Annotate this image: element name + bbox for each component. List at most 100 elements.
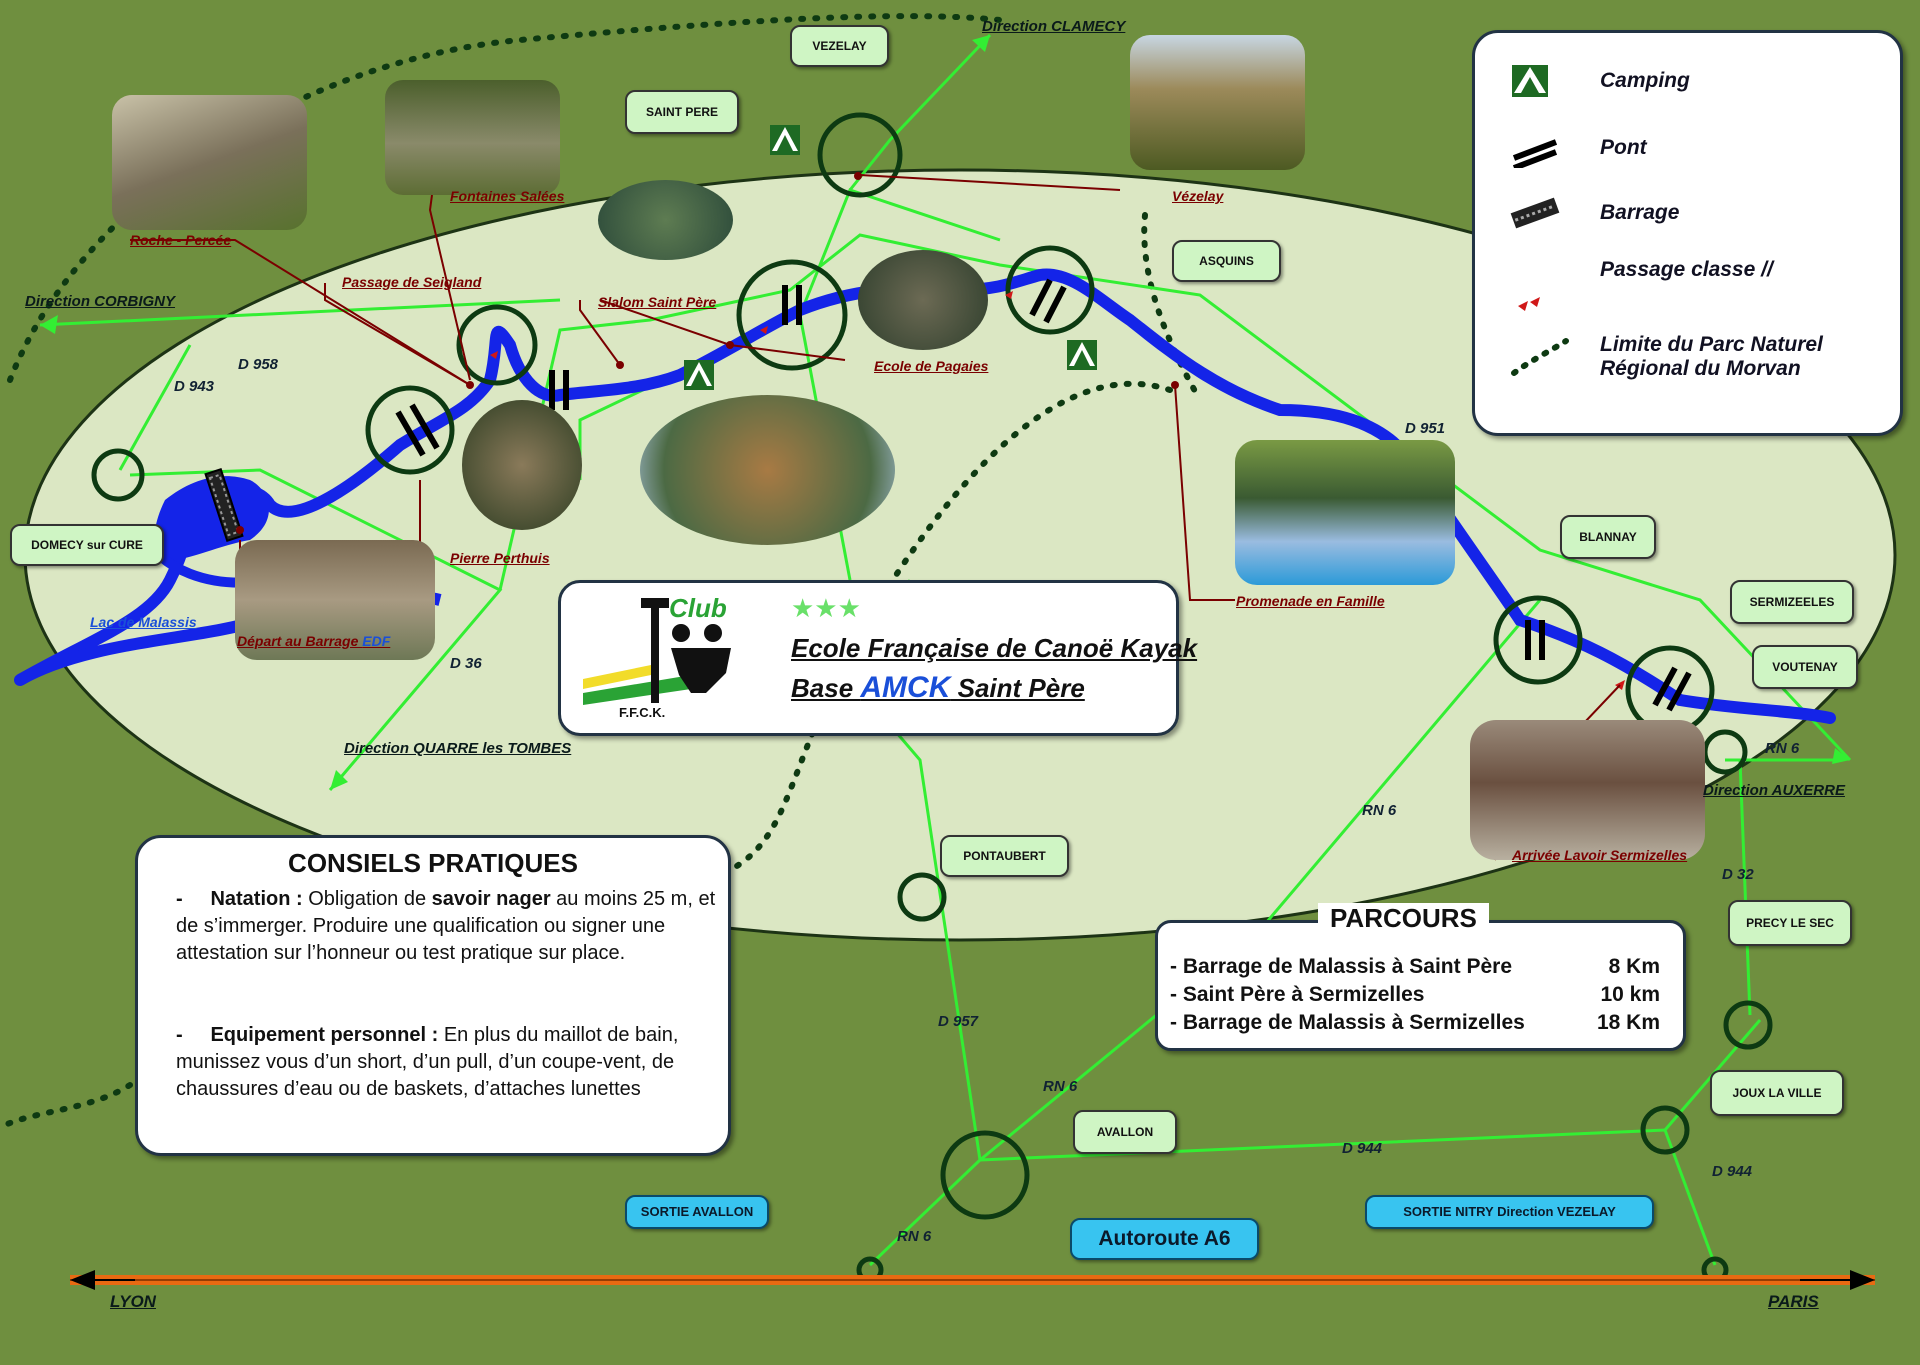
road xyxy=(118,344,192,471)
natation-text-a: Obligation de xyxy=(302,888,432,910)
direction-lyon: LYON xyxy=(110,1292,156,1311)
bubble-vezelay: VEZELAY xyxy=(790,25,889,67)
depart-edf: EDF xyxy=(362,633,391,649)
photo-fontaines-salees xyxy=(385,80,560,195)
location-ring xyxy=(736,259,848,371)
location-ring xyxy=(91,448,145,502)
road-d944: D 944 xyxy=(1342,1140,1383,1157)
location-ring xyxy=(1493,595,1583,685)
location-rings xyxy=(91,112,1773,1284)
place-vezelay: Vézelay xyxy=(1172,188,1224,204)
dam-icon xyxy=(204,467,244,543)
campings xyxy=(684,125,1097,390)
bubble-precy: PRECY LE SEC xyxy=(1728,900,1852,946)
title-line2-c: Saint Père xyxy=(950,673,1085,703)
legend-camping: Camping xyxy=(1510,63,1690,99)
bridge-icon xyxy=(1029,278,1067,324)
road-d32: D 32 xyxy=(1722,866,1754,883)
road-d943: D 943 xyxy=(174,378,215,395)
parcours-label: - Saint Père à Sermizelles xyxy=(1170,983,1425,1006)
road-arrow xyxy=(972,35,990,52)
legend-label: Camping xyxy=(1600,69,1690,92)
parcours-distance: 8 Km xyxy=(1608,955,1660,978)
direction-quarre: Direction QUARRE les TOMBES xyxy=(344,740,572,757)
bubble-asquins: ASQUINS xyxy=(1172,240,1281,282)
passage-icon xyxy=(1518,297,1540,311)
bubble-blannay: BLANNAY xyxy=(1560,515,1656,559)
leader-dot xyxy=(616,361,624,369)
park-limit-line xyxy=(2,1082,133,1128)
title-line2: Base AMCK Saint Père xyxy=(791,671,1085,705)
bridge-icon xyxy=(395,403,440,457)
direction-clamecy: Direction CLAMECY xyxy=(982,18,1126,35)
leader-dot xyxy=(726,341,734,349)
leader-dot xyxy=(1171,381,1179,389)
logo-club-text: Club xyxy=(669,593,727,623)
conseil-equipement: - Equipement personnel : En plus du mail… xyxy=(176,1024,679,1100)
direction-auxerre: Direction AUXERRE xyxy=(1703,782,1845,799)
legend-label: Régional du Morvan xyxy=(1600,357,1801,380)
legend-label: Passage classe // xyxy=(1600,258,1773,281)
road-arrow xyxy=(40,315,58,334)
direction-corbigny: Direction CORBIGNY xyxy=(25,293,176,310)
location-ring xyxy=(940,1130,1030,1220)
dam-pattern xyxy=(208,473,240,537)
park-limit-line xyxy=(1141,212,1203,403)
location-ring xyxy=(365,385,455,475)
bridge-icon xyxy=(782,285,802,325)
road xyxy=(1258,599,1542,931)
photo-promenade-famille xyxy=(1235,440,1455,585)
bubble-domecy: DOMECY sur CURE xyxy=(10,524,164,566)
title-amck: AMCK xyxy=(860,671,951,704)
passage-mark xyxy=(490,351,498,359)
leader-dot xyxy=(466,381,474,389)
location-ring xyxy=(1702,729,1748,775)
kayak-logo-icon xyxy=(583,598,731,705)
bubble-voutenay: VOUTENAY xyxy=(1752,645,1858,689)
leader-line xyxy=(859,174,1121,191)
road-rn6: RN 6 xyxy=(1362,802,1397,819)
location-ring xyxy=(897,872,947,922)
road-rn6: RN 6 xyxy=(1043,1078,1078,1095)
autoroute-a6-label: Autoroute A6 xyxy=(1070,1218,1259,1260)
location-ring xyxy=(1005,245,1095,335)
place-fontaines-salees: Fontaines Salées xyxy=(450,188,565,204)
legend-passage: Passage classe // xyxy=(1510,258,1773,313)
depart-label: Départ au Barrage xyxy=(237,633,363,649)
leader-line xyxy=(428,194,471,381)
bridge-icon xyxy=(549,370,569,410)
lake xyxy=(154,476,269,560)
place-roche-percee: Roche - Percée xyxy=(130,232,232,248)
camping-icon xyxy=(770,125,800,155)
leader-line xyxy=(324,283,471,386)
road xyxy=(39,298,561,327)
place-seigland: Passage de Seigland xyxy=(342,274,482,290)
park-limit-line xyxy=(7,13,1003,383)
road-d957: D 957 xyxy=(938,1013,979,1030)
dam-icon xyxy=(1510,197,1560,229)
road-rn6: RN 6 xyxy=(1765,740,1800,757)
natation-label: Natation : xyxy=(210,888,303,910)
camping-icon xyxy=(1512,65,1548,97)
legend-pont: Pont xyxy=(1510,128,1647,168)
parcours-title: PARCOURS xyxy=(1318,903,1489,934)
photo-pierre-perthuis xyxy=(462,400,582,530)
road-arrow xyxy=(1832,748,1850,764)
leader-dot xyxy=(854,172,862,180)
road-d944: D 944 xyxy=(1712,1163,1753,1180)
leader-line xyxy=(579,300,621,366)
photo-lavoir xyxy=(1470,720,1705,860)
photo-kayaker xyxy=(858,250,988,350)
place-depart: Départ au Barrage EDF xyxy=(237,633,390,649)
bubble-sortie-nitry: SORTIE NITRY Direction VEZELAY xyxy=(1365,1195,1654,1229)
bubble-saint-pere: SAINT PERE xyxy=(625,90,739,134)
bubble-sermizeeles: SERMIZEELES xyxy=(1730,580,1854,624)
bridges xyxy=(395,278,1692,712)
road-d36: D 36 xyxy=(450,655,482,672)
road-rn6: RN 6 xyxy=(897,1228,932,1245)
legend-label: Pont xyxy=(1600,136,1647,159)
conseils-panel: CONSIELS PRATIQUES - Natation : Obligati… xyxy=(135,835,731,1156)
ffck-logo: Club F.F.C.K. xyxy=(581,593,761,723)
